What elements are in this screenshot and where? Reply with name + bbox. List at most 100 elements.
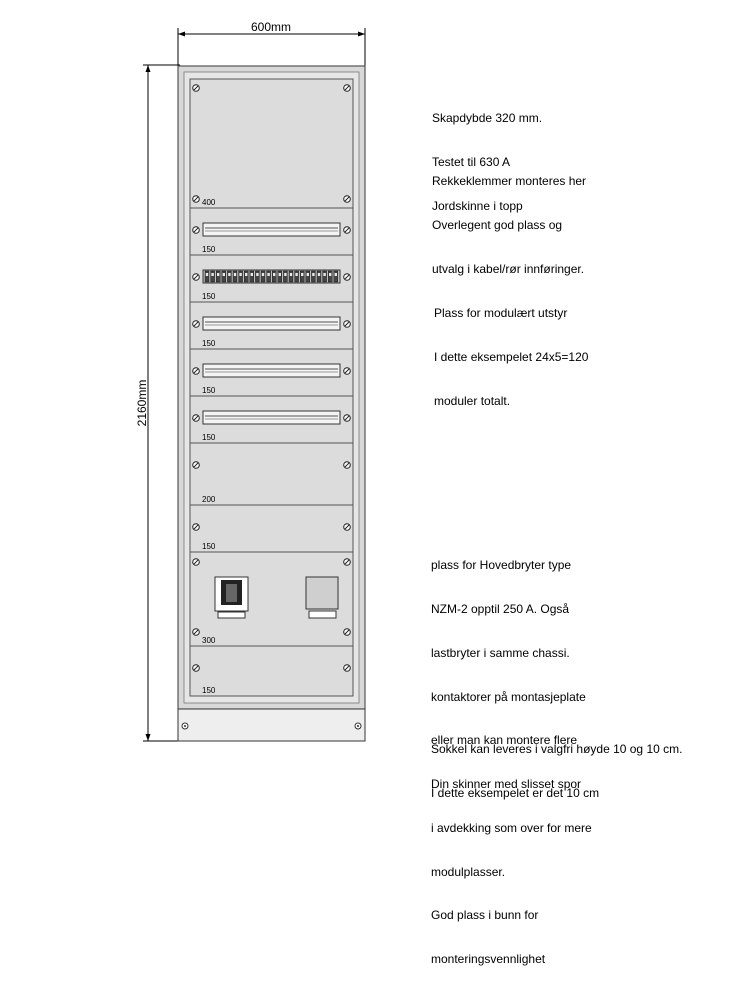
note-line: Testet til 630 A xyxy=(432,154,511,169)
section-height-label: 150 xyxy=(202,386,216,395)
section-height-label: 150 xyxy=(202,542,216,551)
din-rail-slot xyxy=(202,363,341,378)
screw-icon xyxy=(192,558,200,566)
note-line: modulplasser. xyxy=(431,864,506,879)
screw-slot xyxy=(193,85,199,91)
terminal-screw xyxy=(261,273,265,276)
panel-cover xyxy=(189,78,354,209)
terminal-screw xyxy=(239,273,242,276)
terminal-block xyxy=(221,270,227,283)
terminal-screw xyxy=(233,273,237,276)
terminal-block xyxy=(305,270,310,283)
screw-slot xyxy=(193,665,199,671)
terminal-screw xyxy=(323,273,326,276)
terminal-block xyxy=(255,270,260,283)
din-rail-slot xyxy=(202,222,341,237)
screw-slot xyxy=(193,196,199,202)
terminal-screw xyxy=(312,273,315,276)
terminal-screw xyxy=(222,273,225,276)
note-line: Overlegent god plass og xyxy=(432,217,563,232)
terminal-block xyxy=(277,270,282,283)
screw-slot xyxy=(344,524,350,530)
terminal-screw xyxy=(284,273,287,276)
section-height-label: 150 xyxy=(202,433,216,442)
section-height-label: 150 xyxy=(202,686,216,695)
terminal-block xyxy=(328,270,333,283)
terminal-block xyxy=(238,270,243,283)
screw-slot xyxy=(344,196,350,202)
terminal-block xyxy=(266,270,271,283)
screw-icon xyxy=(343,226,351,234)
screw-icon xyxy=(343,195,351,203)
terminal-screw xyxy=(329,273,332,276)
note-line: I dette eksempelet 24x5=120 xyxy=(434,349,589,364)
screw-icon xyxy=(343,414,351,422)
terminal-screw xyxy=(217,273,220,276)
note-line: Jordskinne i topp xyxy=(432,198,523,213)
modular-info-note: Plass for modulært utstyr I dette eksemp… xyxy=(434,277,588,423)
terminal-block xyxy=(227,270,232,283)
terminal-block xyxy=(272,270,277,283)
panel-section-9: 300 xyxy=(189,551,354,647)
screw-icon xyxy=(192,628,200,636)
screw-slot xyxy=(193,368,199,374)
terminal-block xyxy=(333,270,338,283)
screw-slot xyxy=(193,559,199,565)
note-line: Plass for modulært utstyr xyxy=(434,306,568,321)
terminal-block xyxy=(249,270,255,283)
terminal-screw xyxy=(205,273,209,276)
screw-slot xyxy=(344,274,350,280)
terminal-block xyxy=(294,270,299,283)
screw-slot xyxy=(344,665,350,671)
screw-icon xyxy=(192,367,200,375)
terminal-block xyxy=(215,270,221,283)
width-label: 600mm xyxy=(251,20,291,34)
panel-section-10: 150 xyxy=(189,645,354,697)
terminal-screw xyxy=(317,273,321,276)
section-height-label: 400 xyxy=(202,198,216,207)
terminal-block xyxy=(322,270,327,283)
section-height-label: 150 xyxy=(202,339,216,348)
screw-icon xyxy=(192,523,200,531)
contactor-label-plate xyxy=(308,610,337,619)
din-rail-slot xyxy=(202,316,341,331)
din-rail-slot xyxy=(202,410,341,425)
cabinet-drawing: 600mm 2160mm 400150150150150150200150300… xyxy=(135,20,366,742)
screw-slot xyxy=(344,629,350,635)
terminal-screw xyxy=(267,273,270,276)
terminal-block xyxy=(210,270,215,283)
terminal-screw xyxy=(301,273,304,276)
note-line: Skapdybde 320 mm. xyxy=(432,111,543,126)
panel-section-6: 150 xyxy=(189,395,354,444)
breaker-label-plate xyxy=(217,611,246,619)
terminal-screw xyxy=(256,273,259,276)
screw-icon xyxy=(192,414,200,422)
terminal-screw xyxy=(334,273,337,276)
terminal-block xyxy=(288,270,294,283)
screw-slot xyxy=(344,85,350,91)
terminal-block xyxy=(204,270,210,283)
terminal-block xyxy=(316,270,322,283)
screw-slot xyxy=(193,524,199,530)
screw-slot xyxy=(193,629,199,635)
screw-icon xyxy=(343,273,351,281)
cabinet-info-note: Skapdybde 320 mm. Testet til 630 A Jords… xyxy=(432,82,542,228)
note-line: Sokkel kan leveres i valgfri høyde 10 og… xyxy=(431,742,683,757)
screw-icon xyxy=(343,558,351,566)
screw-icon xyxy=(343,367,351,375)
screw-slot xyxy=(344,415,350,421)
note-line: utvalg i kabel/rør innføringer. xyxy=(432,261,585,276)
screw-icon xyxy=(343,84,351,92)
panel-cover xyxy=(189,645,354,697)
section-height-label: 150 xyxy=(202,292,216,301)
screw-icon xyxy=(192,195,200,203)
panel-section-3: 150 xyxy=(189,254,354,303)
terminal-screw xyxy=(211,273,214,276)
height-dimension: 2160mm xyxy=(135,64,180,742)
screw-icon xyxy=(192,273,200,281)
terminal-block xyxy=(300,270,305,283)
terminal-block xyxy=(311,270,316,283)
screw-icon xyxy=(192,84,200,92)
panel-section-4: 150 xyxy=(189,301,354,350)
